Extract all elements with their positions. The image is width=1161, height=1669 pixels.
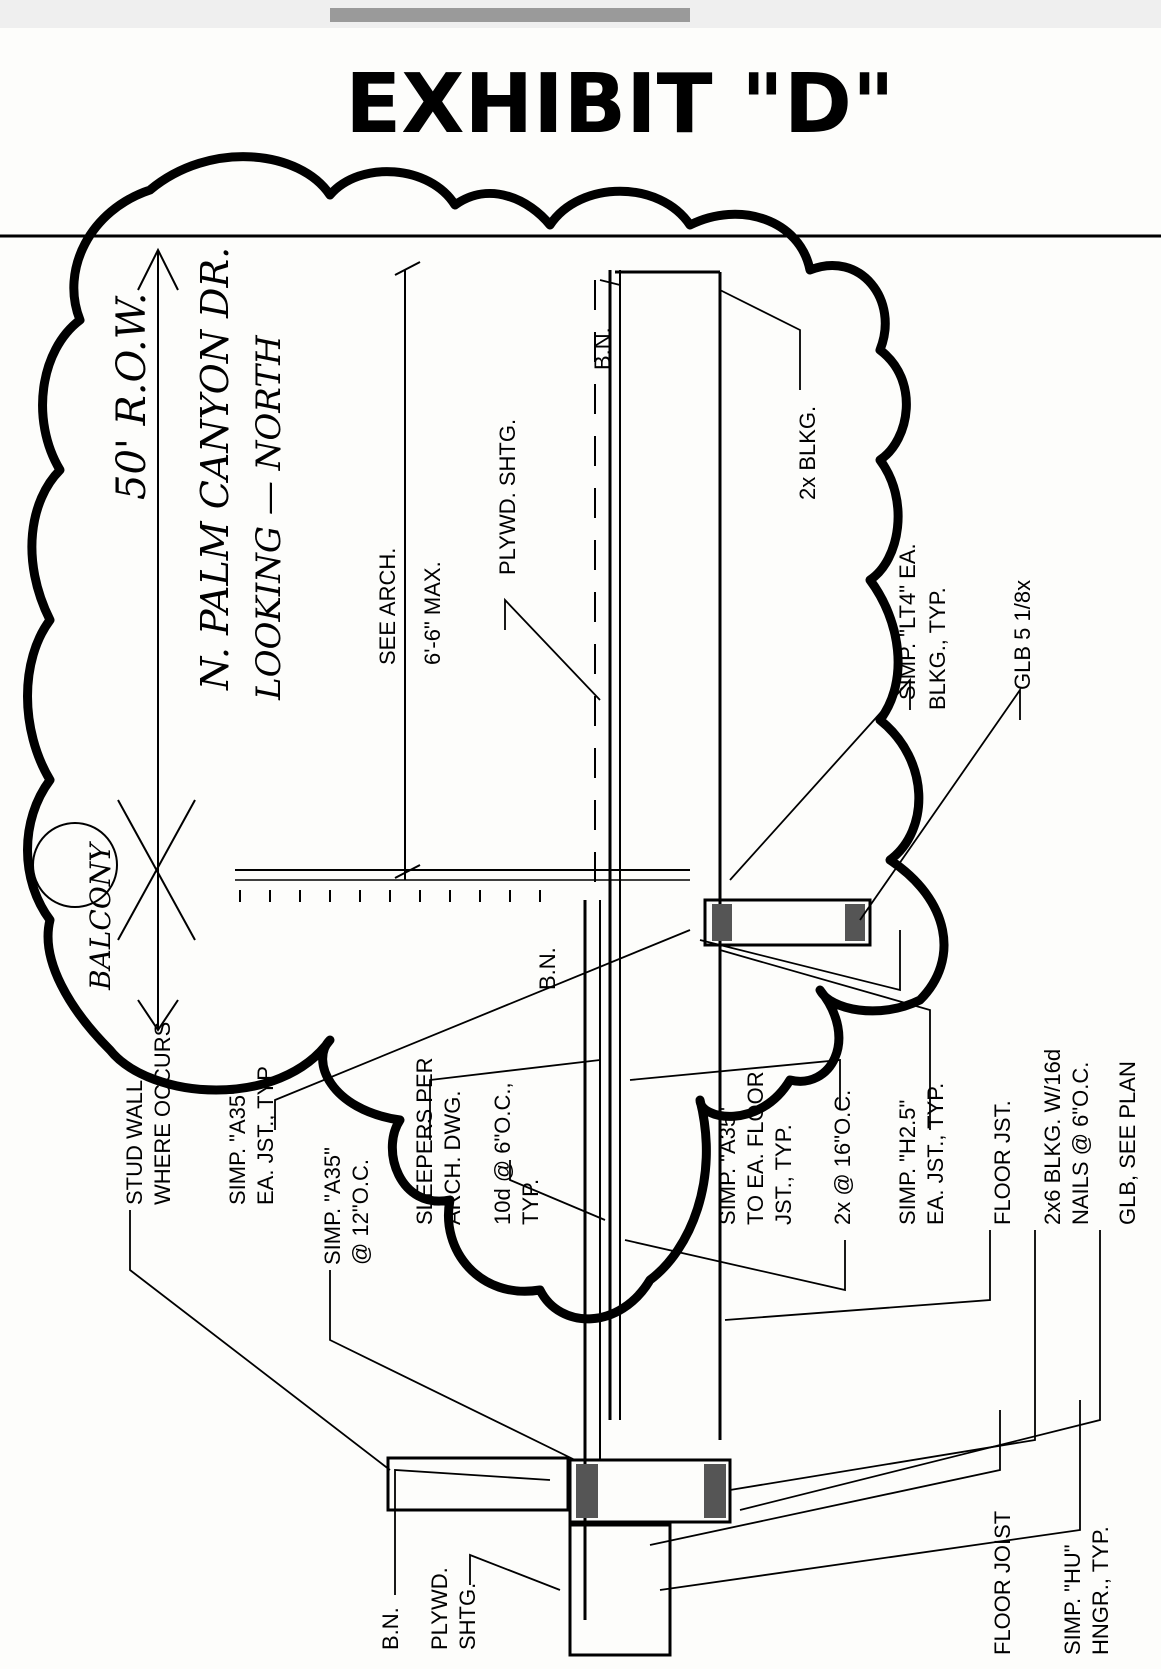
floor-joist-block [568, 1523, 672, 1657]
plywd-lower-note-line1: PLYWD. [427, 1567, 452, 1650]
simp-a35-12-note-line1: SIMP. "A35" [320, 1147, 345, 1265]
leader-lines [129, 279, 1101, 1595]
stud-wall [386, 1456, 570, 1512]
sleepers-note-line2: ARCH. DWG. [440, 1091, 465, 1225]
glb-lower-hatch-b [704, 1464, 726, 1518]
redacted-header [330, 8, 690, 22]
simp-a35-ea-note-line1: SIMP. "A35" [225, 1087, 250, 1205]
center-x-line-b [117, 799, 196, 941]
rail-ticks [239, 890, 541, 902]
glb-upper-note: GLB 5 1/8x [1010, 580, 1035, 690]
glb-lower-beam [568, 1458, 732, 1524]
stud-wall-note-line2: WHERE OCCURS [150, 1022, 175, 1205]
bn-middle-note: B.N. [535, 947, 560, 990]
glb-upper-beam [703, 898, 872, 947]
see-arch-note: SEE ARCH. [375, 548, 400, 665]
simp-a35-12-note-line2: @ 12"O.C. [348, 1159, 373, 1265]
center-circle [32, 822, 118, 908]
floor-jst-note: FLOOR JST. [990, 1100, 1015, 1225]
max-dimension-note: 6'-6" MAX. [420, 561, 445, 665]
balcony-label: BALCONY [84, 841, 117, 991]
stud-wall-note-line1: STUD WALL [122, 1080, 147, 1205]
nail-10d-note-line2: TYP. [518, 1179, 543, 1225]
simp-a35-floor-note-line3: JST., TYP. [771, 1124, 796, 1225]
bn-lower-note: B.N. [378, 1607, 403, 1650]
simp-hu-note-line1: SIMP. "HU" [1060, 1544, 1085, 1655]
simp-lt-note-line1: SIMP. "LT4" EA. [895, 543, 920, 700]
blkg-2x-note: 2x BLKG. [795, 406, 820, 500]
simp-a35-floor-note-line2: TO EA. FLOOR [743, 1071, 768, 1225]
floor-joist-note: FLOOR JOIST [990, 1511, 1015, 1655]
glb-upper-hatch-b [845, 904, 865, 941]
simp-h25-note-line1: SIMP. "H2.5" [895, 1100, 920, 1225]
simp-a35-floor-note-line1: SIMP. "A35" [715, 1107, 740, 1225]
south-arrow-head [137, 999, 179, 1032]
glb-see-plan-note: GLB, SEE PLAN [1115, 1061, 1140, 1225]
looking-label: LOOKING — NORTH [249, 334, 289, 701]
nail-10d-note-line1: 10d @ 6"O.C., [490, 1082, 515, 1225]
sleepers-note-line1: SLEEPERS PER [412, 1057, 437, 1225]
two-x-16-note: 2x @ 16"O.C. [830, 1090, 855, 1225]
street-label: N. PALM CANYON DR. [193, 247, 237, 691]
exhibit-title: EXHIBIT "D" [345, 57, 894, 152]
revision-cloud [23, 152, 949, 1324]
simp-h25-note-line2: EA. JST., TYP. [923, 1083, 948, 1225]
plywd-shtg-upper-note: PLYWD. SHTG. [495, 419, 520, 575]
bn-upper-note: B.N. [590, 327, 615, 370]
north-arrow-head [137, 247, 179, 291]
row-label: 50' R.O.W. [109, 293, 155, 500]
blkg-2x6-note-line2: NAILS @ 6"O.C. [1068, 1062, 1093, 1225]
plywd-lower-note-line2: SHTG. [455, 1583, 480, 1650]
simp-hu-note-line2: HNGR., TYP. [1088, 1526, 1113, 1655]
dimension-tick-top [394, 261, 421, 276]
simp-lt-note-line2: BLKG., TYP. [925, 587, 950, 710]
blkg-2x6-note-line1: 2x6 BLKG. W/16d [1040, 1049, 1065, 1225]
dimension-tick-bottom [394, 864, 421, 879]
glb-upper-hatch-a [712, 904, 732, 941]
glb-lower-hatch-a [576, 1464, 598, 1518]
simp-a35-ea-note-line2: EA. JST., TYP [253, 1066, 278, 1205]
